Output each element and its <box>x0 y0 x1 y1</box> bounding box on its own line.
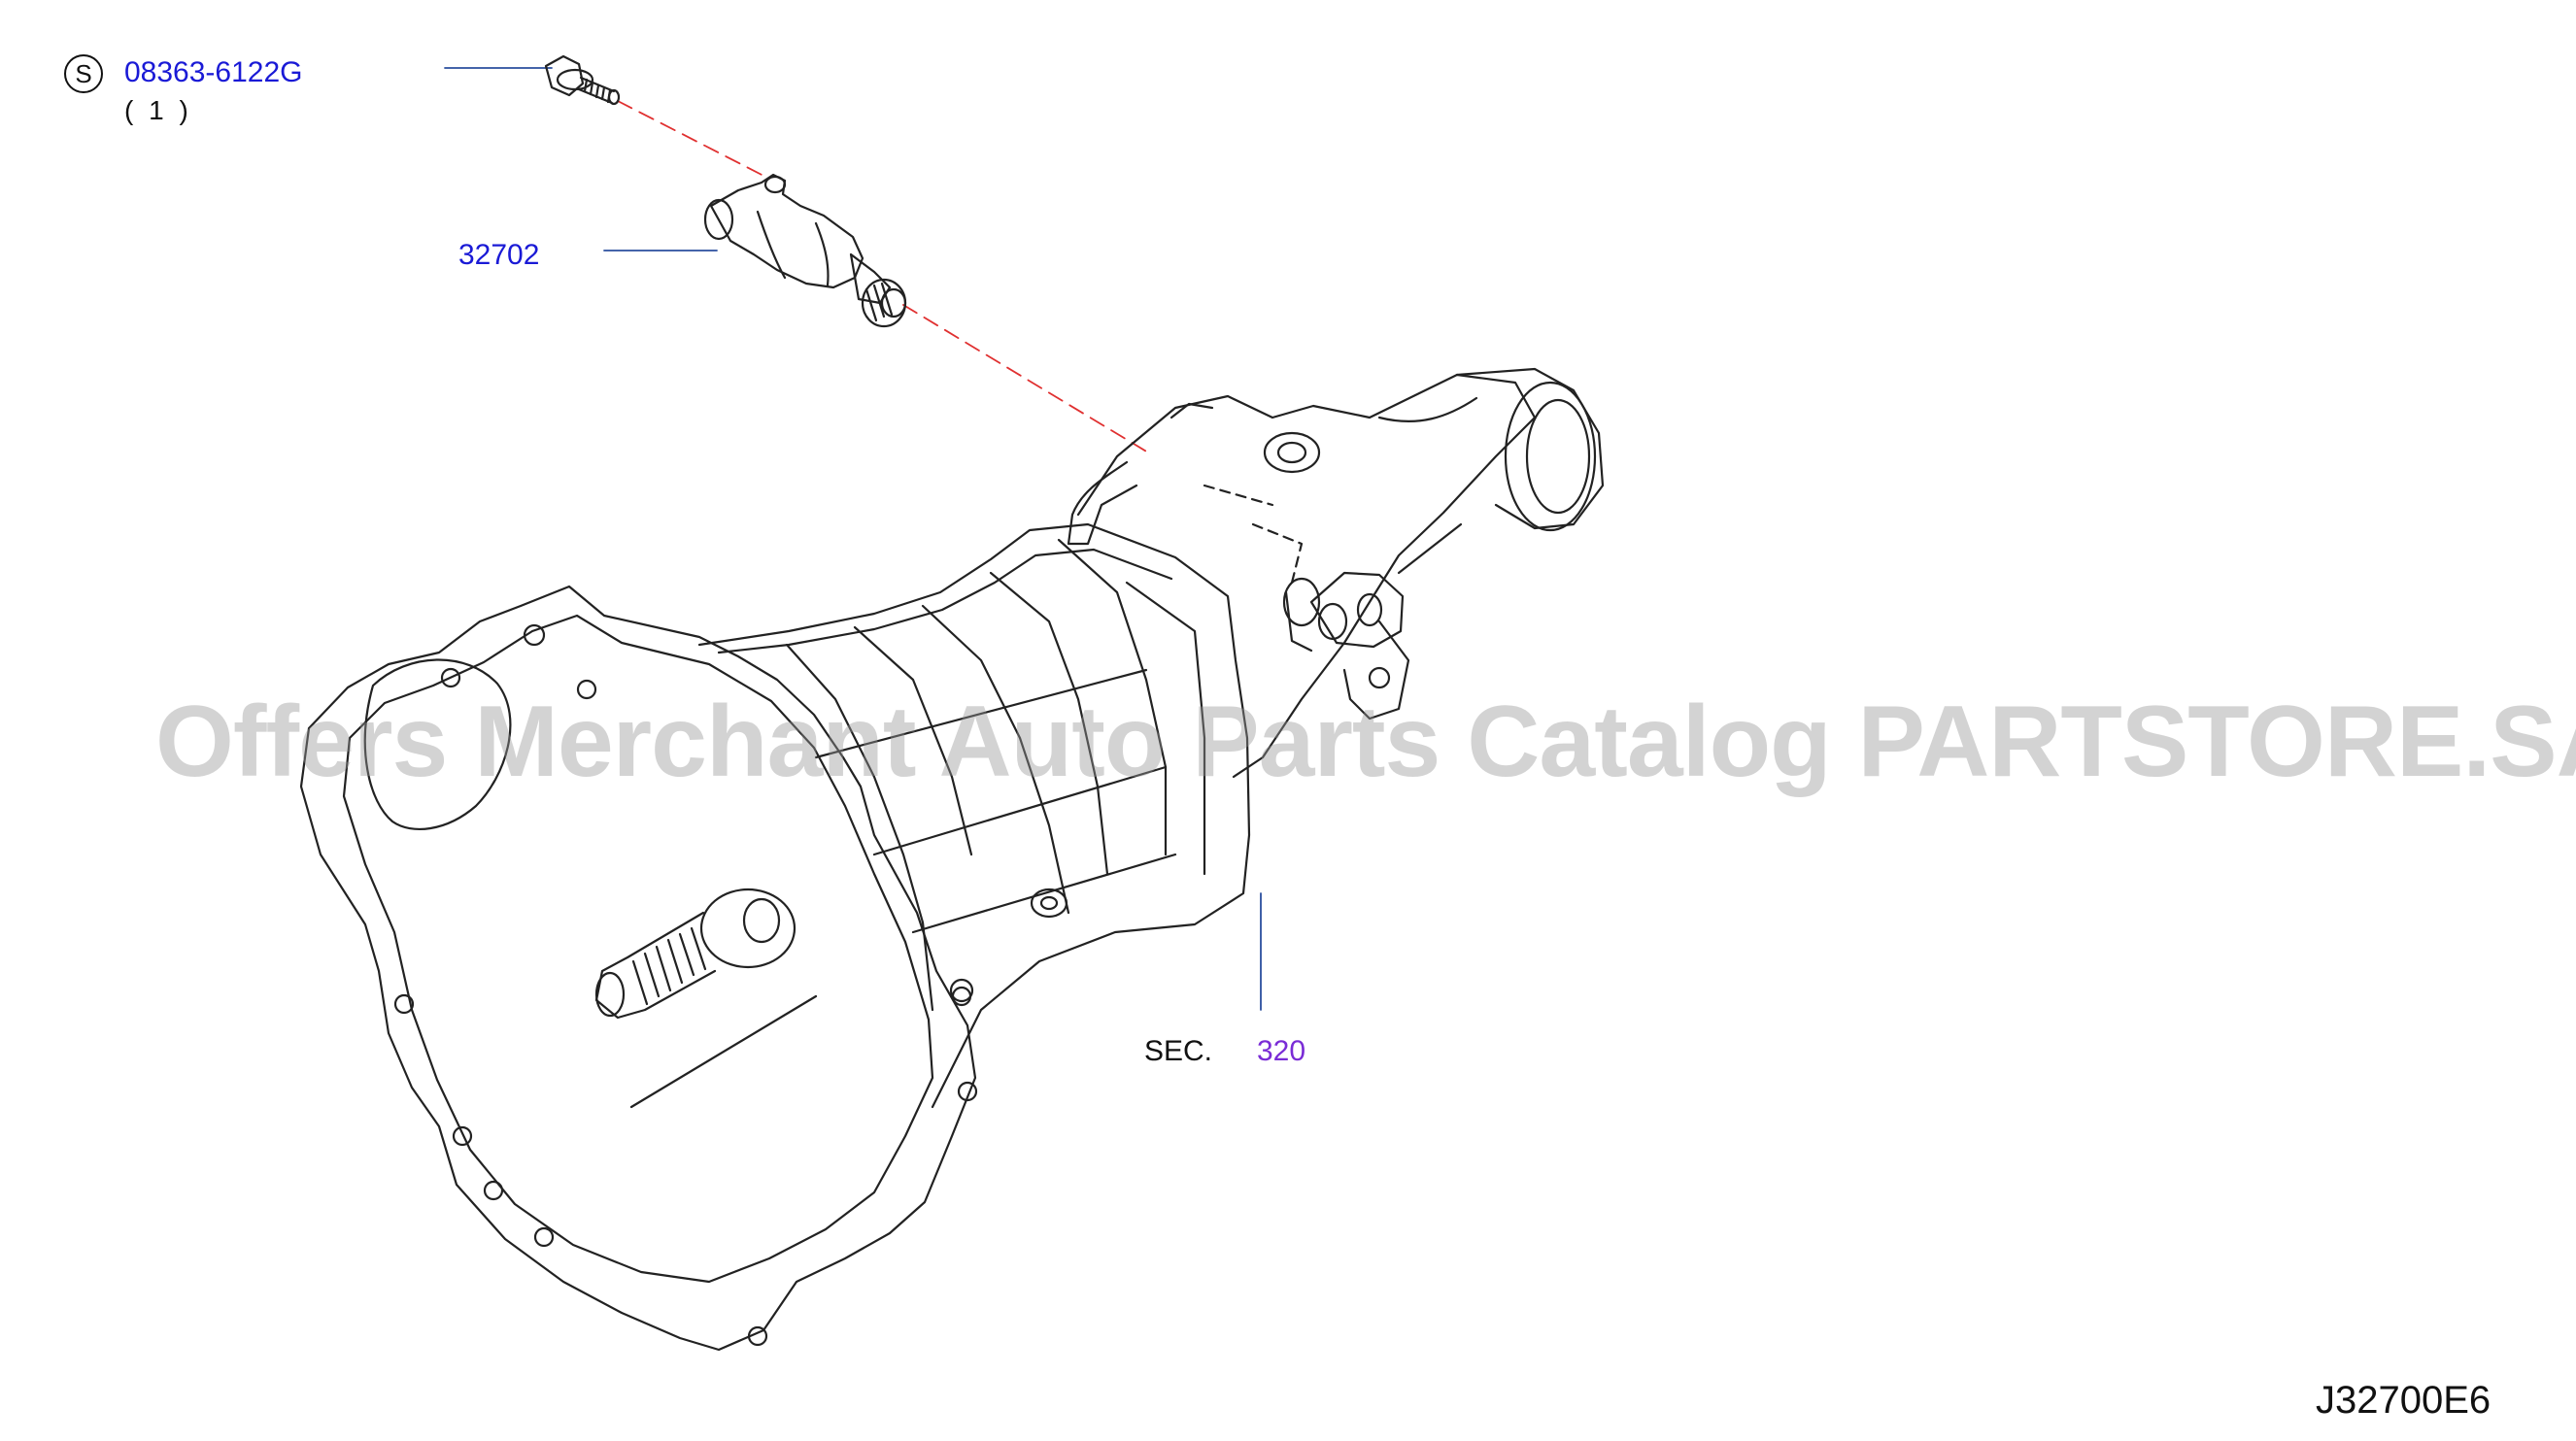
speedometer-pinion-part <box>703 173 907 328</box>
standard-part-symbol: S <box>64 54 103 93</box>
diagram-code: J32700E6 <box>2316 1379 2491 1422</box>
side-mount-bracket <box>1282 571 1410 720</box>
bolt-quantity: ( 1 ) <box>124 95 192 125</box>
tail-opening <box>1504 381 1597 532</box>
tail-flange <box>1455 367 1605 530</box>
case-bolt-boss <box>949 978 974 1003</box>
extension-housing <box>1076 373 1537 779</box>
bellhousing-pocket <box>363 658 512 831</box>
input-shaft <box>594 888 818 1109</box>
bellhousing-bolt-holes <box>393 623 978 1347</box>
case-drain-plug <box>1030 888 1068 919</box>
section-prefix: SEC. <box>1144 1035 1213 1067</box>
main-case-flange <box>717 548 1173 654</box>
bolt-part-number-link[interactable]: 08363-6122G <box>124 56 303 88</box>
internal-path-hidden <box>1203 484 1304 585</box>
bolt-assembly-dash <box>617 100 770 180</box>
shifter-tower <box>1067 402 1321 546</box>
bolt-part <box>544 54 621 106</box>
main-case-outline <box>697 522 1251 1109</box>
pinion-assembly-dash <box>902 304 1149 453</box>
main-case-ribs <box>785 538 1206 1012</box>
bellhousing-inner-rim <box>342 614 934 1284</box>
pinion-part-number-link[interactable]: 32702 <box>458 239 540 271</box>
catalog-watermark: Offers Merchant Auto Parts Catalog PARTS… <box>155 686 2576 798</box>
section-number-link[interactable]: 320 <box>1257 1035 1306 1067</box>
